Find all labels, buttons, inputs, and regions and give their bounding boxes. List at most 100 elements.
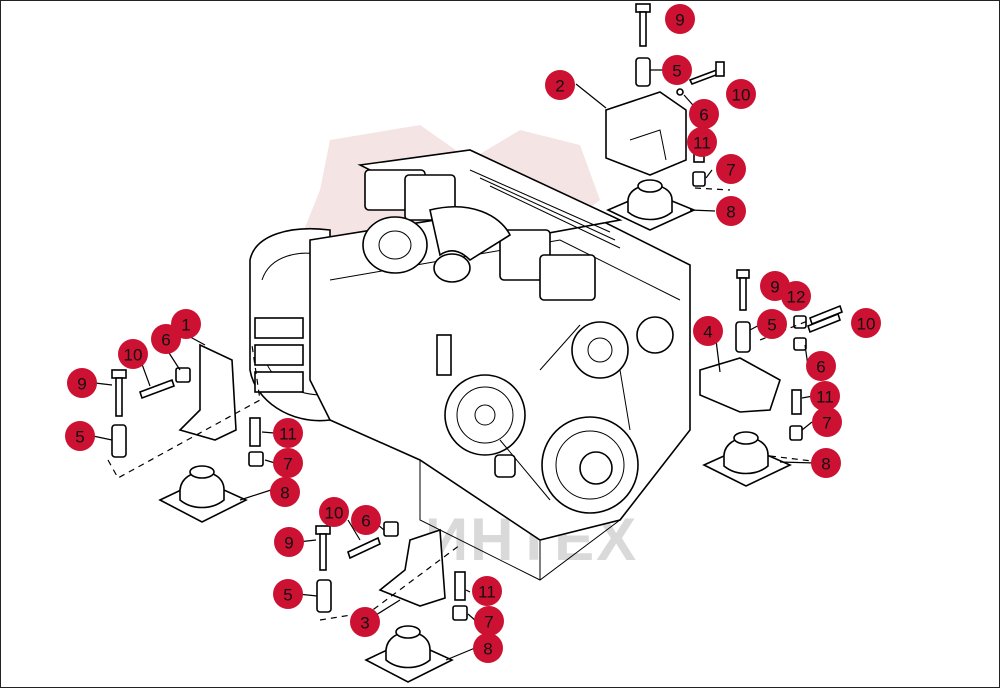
- callout-label: 11: [816, 388, 834, 407]
- callout-label: 9: [284, 534, 293, 553]
- callout-circle: [270, 477, 300, 507]
- bracket-2: [605, 91, 687, 176]
- callout-circle: [757, 309, 787, 339]
- callout-circle: [687, 127, 717, 157]
- callout-circle: [716, 154, 746, 184]
- callout-label: 8: [726, 203, 735, 222]
- callout-circle: [273, 579, 303, 609]
- callout-label: 4: [703, 323, 712, 342]
- callout-label: 6: [699, 106, 708, 125]
- callout-label: 2: [555, 77, 564, 96]
- callout-circle: [716, 196, 746, 226]
- callout-6: 6: [806, 351, 836, 381]
- washer-6: [676, 88, 684, 96]
- callout-label: 6: [361, 512, 370, 531]
- callout-circle: [274, 527, 304, 557]
- callout-9: 9: [665, 4, 695, 34]
- callout-11: 11: [687, 127, 717, 157]
- callout-11: 11: [472, 576, 502, 606]
- callout-label: 10: [325, 504, 344, 523]
- callout-circle: [65, 421, 95, 451]
- callout-10: 10: [726, 79, 756, 109]
- callout-10: 10: [319, 497, 349, 527]
- rubber-mount-8: [158, 465, 248, 523]
- rubber-mount-8: [364, 625, 454, 683]
- callout-8: 8: [270, 477, 300, 507]
- bracket-1: [178, 343, 237, 441]
- callout-circle: [545, 70, 575, 100]
- callout-label: 9: [675, 11, 684, 30]
- callout-circle: [473, 633, 503, 663]
- callout-circle: [273, 448, 303, 478]
- callout-5: 5: [65, 421, 95, 451]
- callout-7: 7: [812, 407, 842, 437]
- callout-9: 9: [67, 368, 97, 398]
- bracket-4: [699, 357, 781, 413]
- callout-label: 11: [693, 134, 711, 153]
- callout-label: 9: [77, 375, 86, 394]
- callout-8: 8: [811, 448, 841, 478]
- callout-circle: [781, 281, 811, 311]
- callout-circle: [319, 497, 349, 527]
- mount-group-right: [699, 269, 843, 487]
- callout-3: 3: [350, 607, 380, 637]
- callout-label: 8: [280, 484, 289, 503]
- callout-label: 5: [283, 586, 292, 605]
- callout-label: 10: [732, 86, 751, 105]
- callout-label: 11: [279, 425, 297, 444]
- callout-8: 8: [473, 633, 503, 663]
- callout-2: 2: [545, 70, 575, 100]
- spacer-5: [635, 57, 651, 87]
- callout-circle: [812, 407, 842, 437]
- callout-7: 7: [716, 154, 746, 184]
- callout-circle: [806, 351, 836, 381]
- callout-5: 5: [273, 579, 303, 609]
- callout-circle: [472, 576, 502, 606]
- callout-7: 7: [273, 448, 303, 478]
- callout-circle: [151, 324, 181, 354]
- callout-label: 8: [483, 640, 492, 659]
- bolt-9: [635, 3, 651, 47]
- rubber-mount-8: [702, 431, 792, 487]
- callout-6: 6: [151, 324, 181, 354]
- callout-5: 5: [662, 55, 692, 85]
- callout-label: 10: [124, 346, 143, 365]
- callout-6: 6: [351, 505, 381, 535]
- callout-label: 8: [821, 455, 830, 474]
- mount-group-left: [111, 343, 264, 523]
- callout-7: 7: [474, 606, 504, 636]
- callout-10: 10: [851, 308, 881, 338]
- callout-label: 12: [787, 288, 806, 307]
- callout-label: 10: [857, 315, 876, 334]
- engine-block: [249, 149, 691, 581]
- callout-label: 7: [283, 455, 292, 474]
- callout-circle: [662, 55, 692, 85]
- callout-label: 1: [181, 316, 190, 335]
- callout-circle: [851, 308, 881, 338]
- bracket-3: [378, 528, 446, 607]
- rubber-mount-8: [606, 179, 697, 231]
- callout-label: 5: [767, 316, 776, 335]
- callout-circle: [665, 4, 695, 34]
- callout-10: 10: [118, 339, 148, 369]
- callout-circle: [811, 448, 841, 478]
- callout-9: 9: [274, 527, 304, 557]
- nut-7: [692, 171, 706, 187]
- callout-circle: [351, 505, 381, 535]
- callout-circle: [474, 606, 504, 636]
- callout-label: 5: [75, 428, 84, 447]
- callout-8: 8: [716, 196, 746, 226]
- callout-label: 6: [161, 331, 170, 350]
- callout-label: 6: [816, 358, 825, 377]
- mount-group-bottom: [315, 521, 468, 683]
- bolt-10: [688, 61, 726, 86]
- callout-4: 4: [693, 316, 723, 346]
- callout-label: 11: [478, 583, 496, 602]
- callout-circle: [726, 79, 756, 109]
- callout-11: 11: [273, 418, 303, 448]
- callout-circle: [273, 418, 303, 448]
- callout-circle: [350, 607, 380, 637]
- callout-12: 12: [781, 281, 811, 311]
